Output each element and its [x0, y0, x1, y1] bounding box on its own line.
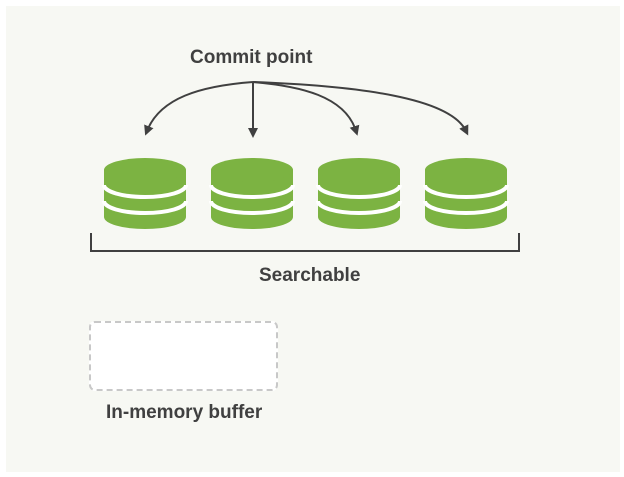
commit-arrows [144, 81, 469, 138]
diagram-background [6, 6, 620, 472]
commit-arrow-4 [252, 81, 469, 136]
searchable-label: Searchable [259, 265, 361, 286]
segment-icon [102, 158, 188, 229]
segment-icon [316, 158, 402, 229]
commit-arrow-3 [252, 81, 360, 136]
in-memory-buffer-label: In-memory buffer [106, 402, 263, 423]
segment-icon [423, 158, 509, 229]
commit-arrow-1 [144, 81, 254, 136]
segment-icon [209, 158, 295, 229]
in-memory-buffer-box [89, 321, 278, 391]
commit-point-label: Commit point [190, 47, 313, 68]
searchable-bracket [90, 233, 520, 252]
